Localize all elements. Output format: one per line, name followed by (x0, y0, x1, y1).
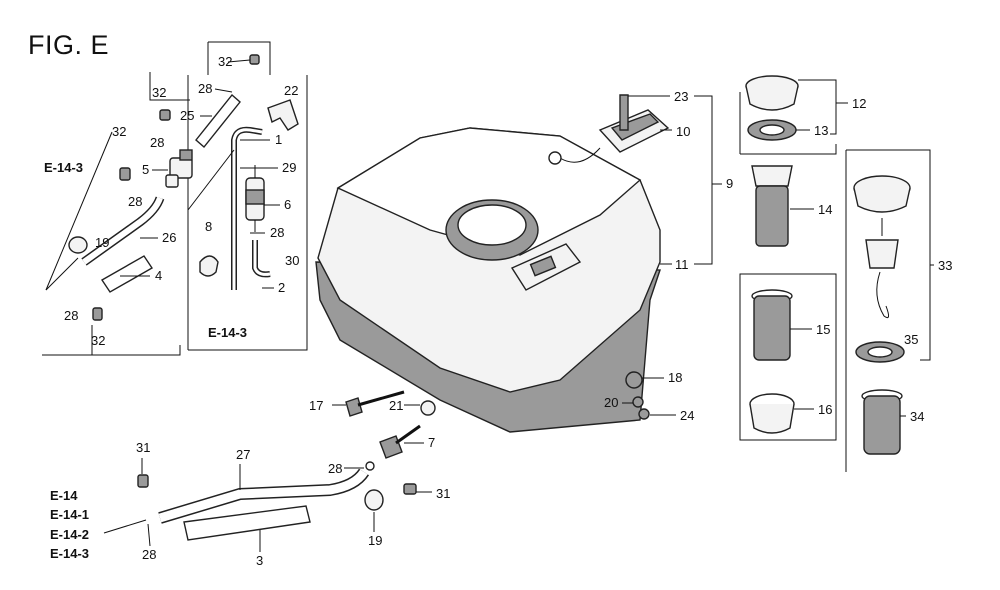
callout-7: 7 (428, 435, 435, 450)
nut-24 (638, 408, 650, 420)
callout-6: 6 (284, 197, 291, 212)
figure-title: FIG. E (28, 30, 110, 60)
drain-fitting-7 (379, 424, 421, 459)
callout-35: 35 (904, 332, 918, 347)
callout-24: 24 (680, 408, 694, 423)
callout-12: 12 (852, 96, 866, 111)
fuel-cap-33 (853, 175, 911, 319)
fuel-tube-1 (231, 126, 263, 160)
callout-34: 34 (910, 409, 924, 424)
callout-16: 16 (818, 402, 832, 417)
clip-31-right (403, 483, 417, 495)
callout-28: 28 (150, 135, 164, 150)
nut-20 (632, 396, 644, 408)
strainer-14 (751, 165, 793, 247)
callout-13: 13 (814, 123, 828, 138)
callout-3: 3 (256, 553, 263, 568)
clamp-8 (199, 255, 219, 277)
callout-9: 9 (726, 176, 733, 191)
callout-32: 32 (218, 54, 232, 69)
callout-28: 28 (142, 547, 156, 562)
fuel-valve-5 (165, 149, 193, 188)
gasket-35 (855, 341, 905, 363)
callout-18: 18 (668, 370, 682, 385)
fuel-tank-11 (315, 127, 661, 433)
fuel-cap-12 (745, 75, 799, 111)
protector-tube-3 (183, 505, 311, 541)
washer-21 (420, 400, 436, 416)
clip-32-bottom (92, 307, 103, 321)
callout-21: 21 (389, 398, 403, 413)
fuel-filter-6 (245, 165, 265, 232)
reference-label: E-14 (50, 488, 78, 503)
callout-19: 19 (95, 235, 109, 250)
clamp-28-bottom (365, 461, 375, 471)
callout-2: 2 (278, 280, 285, 295)
reference-label: E-14-3 (50, 546, 89, 561)
callout-14: 14 (818, 202, 832, 217)
clip-32-mid (159, 109, 171, 121)
strainer-15 (751, 289, 793, 361)
callout-28: 28 (64, 308, 78, 323)
clip-32-left (119, 167, 131, 181)
bolt-17 (345, 390, 405, 417)
reference-label: E-14-3 (44, 160, 83, 175)
reference-label: E-14-2 (50, 527, 89, 542)
callout-31: 31 (436, 486, 450, 501)
callout-27: 27 (236, 447, 250, 462)
fuel-tube-25 (195, 93, 241, 149)
callout-28: 28 (198, 81, 212, 96)
callout-10: 10 (676, 124, 690, 139)
reference-label: E-14-1 (50, 507, 89, 522)
reference-label: E-14-3 (208, 325, 247, 340)
callout-15: 15 (816, 322, 830, 337)
callout-28: 28 (270, 225, 284, 240)
callout-32: 32 (152, 85, 166, 100)
cushion-18 (625, 371, 643, 389)
callout-8: 8 (205, 219, 212, 234)
ring-16 (749, 393, 795, 434)
callout-28: 28 (328, 461, 342, 476)
callout-22: 22 (284, 83, 298, 98)
callout-30: 30 (285, 253, 299, 268)
callout-28: 28 (128, 194, 142, 209)
sleeve-4 (101, 255, 153, 293)
clip-32-top (249, 54, 260, 65)
callout-17: 17 (309, 398, 323, 413)
leader-lines-left (45, 59, 280, 291)
gasket-13 (747, 119, 797, 141)
strainer-34 (861, 389, 903, 455)
leader-lines-center (103, 95, 722, 552)
callout-32: 32 (112, 124, 126, 139)
grommet-19-bottom (364, 489, 384, 511)
clip-31-left (137, 474, 149, 488)
callout-19: 19 (368, 533, 382, 548)
callout-31: 31 (136, 440, 150, 455)
callout-20: 20 (604, 395, 618, 410)
left-panel-frame (42, 41, 308, 356)
callout-32: 32 (91, 333, 105, 348)
bracket-22 (267, 99, 299, 131)
callout-25: 25 (180, 108, 194, 123)
callout-11: 11 (675, 257, 689, 272)
callout-33: 33 (938, 258, 952, 273)
callout-23: 23 (674, 89, 688, 104)
leader-lines-right (739, 79, 934, 472)
grommet-19-left (68, 236, 88, 254)
callout-26: 26 (162, 230, 176, 245)
callout-5: 5 (142, 162, 149, 177)
callout-1: 1 (275, 132, 282, 147)
callout-4: 4 (155, 268, 162, 283)
callout-29: 29 (282, 160, 296, 175)
fuel-gauge-10 (548, 94, 670, 165)
